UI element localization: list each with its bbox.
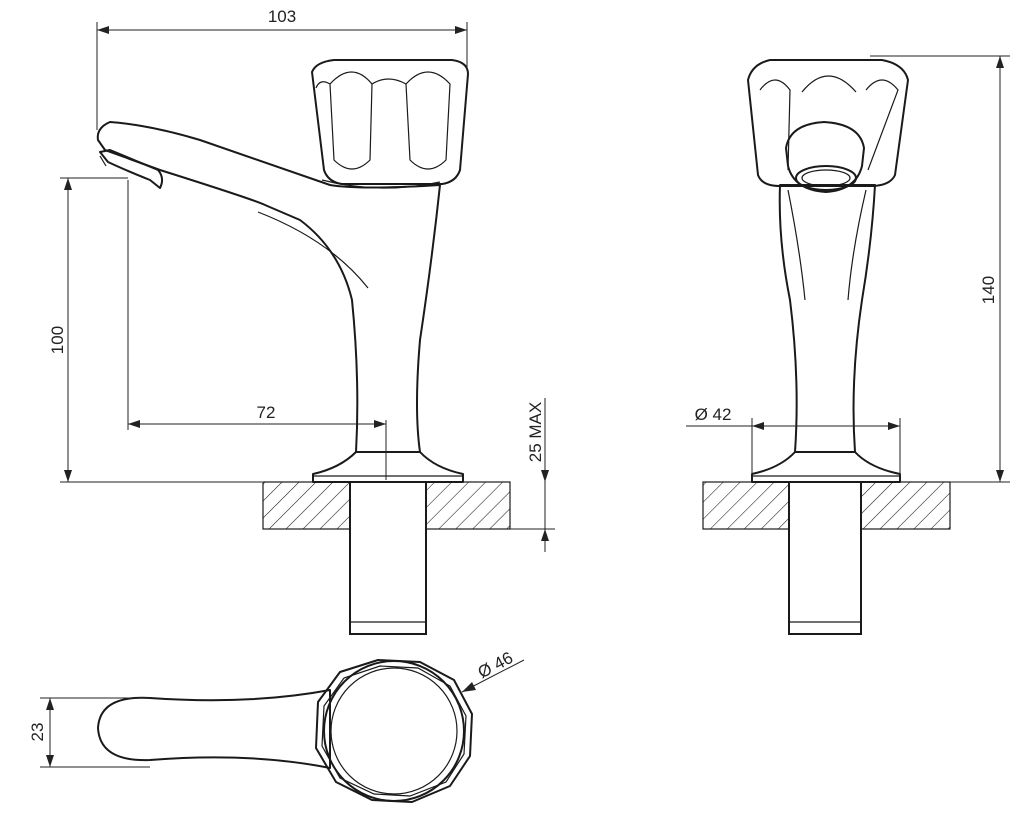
dim-overall-width: 103 [268,7,296,26]
dim-spout-width: 23 [28,723,47,742]
top-handle [315,659,473,803]
side-body [96,121,441,453]
front-dimensions: 140 Ø 42 [686,55,1010,483]
side-shank [349,481,427,635]
dim-spout-height: 100 [48,326,67,354]
top-spout-arm [97,689,331,769]
dim-base-diameter: Ø 42 [695,405,732,424]
side-handle [311,59,469,185]
top-handle-cap [323,660,465,802]
side-base-flange [312,451,464,483]
front-view [702,59,951,635]
front-shank [788,481,862,635]
top-dimensions: 23 Ø 46 [28,648,525,768]
side-spout-tip [99,149,164,189]
side-dimensions: 103 100 72 25 MAX [48,7,555,552]
dim-overall-height: 140 [979,276,998,304]
front-base-flange [751,451,901,483]
side-view [96,59,511,635]
top-view [97,659,473,803]
front-handle [747,59,909,187]
dim-spout-reach: 72 [257,403,276,422]
dim-deck-thickness: 25 MAX [526,402,545,462]
dim-handle-diameter: Ø 46 [475,648,516,682]
